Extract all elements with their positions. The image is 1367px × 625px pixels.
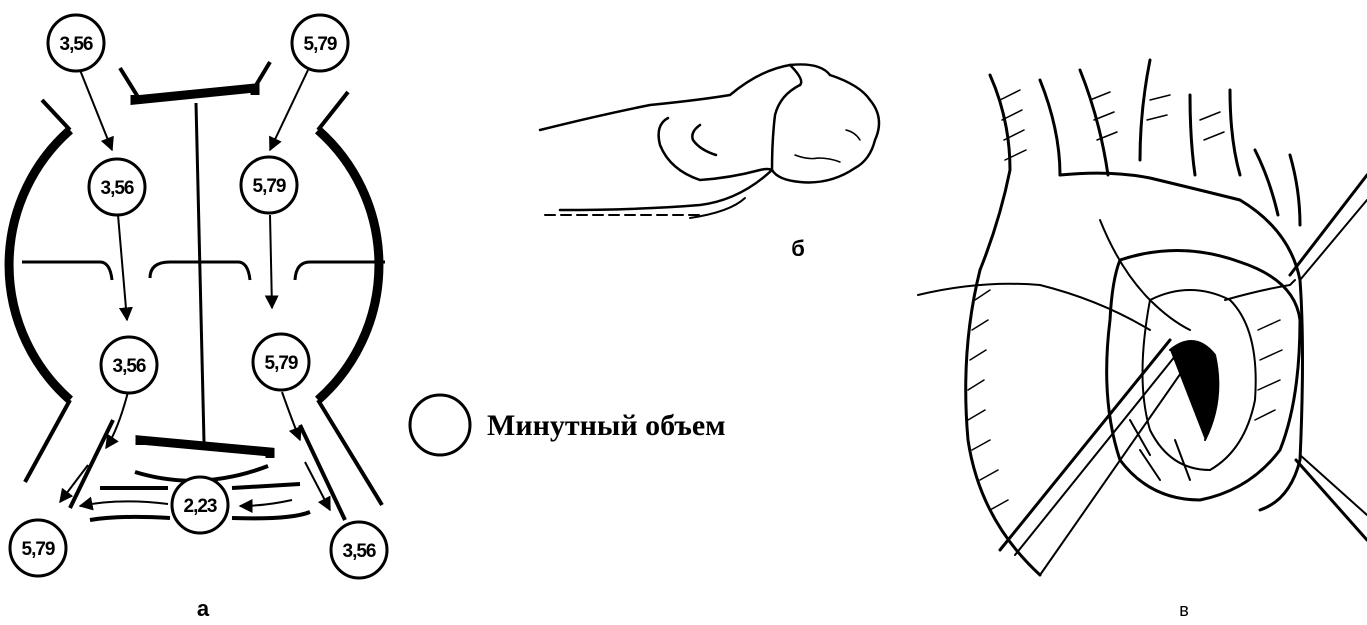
node-ventricle-right-value: 5,79 <box>265 353 298 374</box>
node-shunt-value: 2,23 <box>184 496 217 517</box>
heart-wall-right <box>318 130 379 400</box>
arrow-ventricle-left <box>106 392 128 448</box>
panel-b-illustration <box>540 64 879 218</box>
legend-text: Минутный объем <box>487 409 726 442</box>
node-atrium-right-value: 5,79 <box>253 176 286 197</box>
panel-a-label: а <box>197 596 210 620</box>
shunt-channel-lower-right <box>232 512 310 518</box>
arrow-inlet-right <box>270 70 308 150</box>
heart-bottom-wall <box>140 440 270 458</box>
vessel-out-right-outer <box>318 400 382 505</box>
shunt-channel-lower-left <box>90 517 170 520</box>
circulation-diagram <box>9 15 387 578</box>
panel-c-label: в <box>1179 600 1189 620</box>
heart-top-wall <box>135 88 255 100</box>
valve-line-right <box>295 262 385 280</box>
shunt-channel-upper-right <box>232 484 300 488</box>
vessel-out-left-inner <box>70 420 113 508</box>
arrow-shunt-right <box>240 500 292 506</box>
node-inlet-left-value: 3,56 <box>60 34 93 55</box>
panel-c-illustration <box>918 60 1367 575</box>
heart-wall-left <box>9 130 70 400</box>
node-outlet-right-value: 3,56 <box>343 541 376 562</box>
arrow-atrium-right <box>270 215 272 308</box>
vessel-out-left-outer <box>25 400 70 482</box>
arrow-ventricle-right <box>282 392 300 440</box>
vessel-in-left-outer <box>42 100 70 130</box>
arrow-inlet-left <box>78 65 112 150</box>
septum-line <box>196 103 204 442</box>
vessel-in-right-outer <box>318 92 348 130</box>
vessel-out-right-inner <box>300 425 345 520</box>
node-outlet-left-value: 5,79 <box>22 539 55 560</box>
vessel-in-right-inner <box>252 62 270 92</box>
arrow-atrium-left <box>118 215 127 320</box>
arrow-to-outlet-right <box>305 462 330 510</box>
valve-line-left <box>22 262 112 280</box>
node-inlet-right-value: 5,79 <box>304 34 337 55</box>
legend-circle <box>410 395 470 455</box>
arrow-shunt-left <box>80 501 168 506</box>
vessel-in-left-inner <box>120 68 138 97</box>
node-atrium-left-value: 3,56 <box>101 178 134 199</box>
node-ventricle-left-value: 3,56 <box>113 356 146 377</box>
panel-b-label: б <box>791 236 805 261</box>
